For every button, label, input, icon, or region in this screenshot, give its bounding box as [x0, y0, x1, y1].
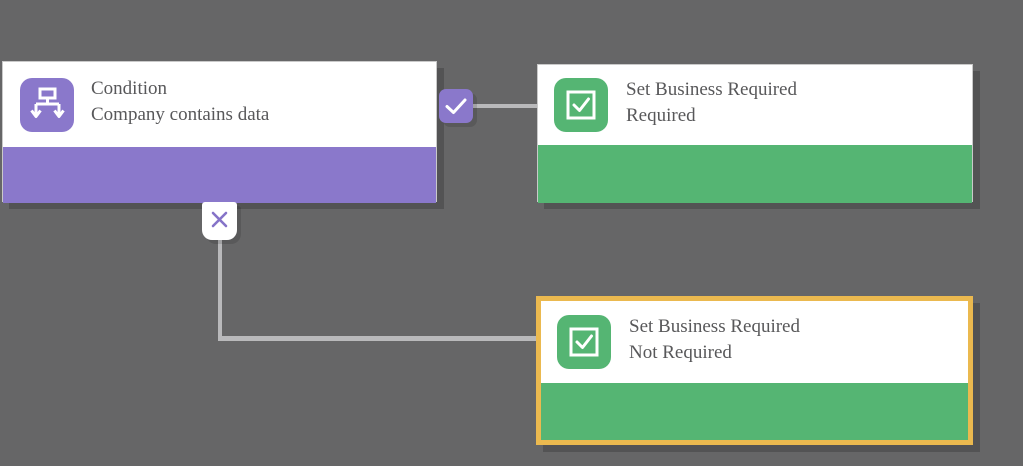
connector-yes-line: [470, 104, 538, 108]
set-required-node-title: Set Business Required: [626, 79, 797, 100]
x-icon: [211, 211, 228, 228]
condition-node[interactable]: Condition Company contains data: [2, 61, 437, 203]
set-not-required-node[interactable]: Set Business Required Not Required: [536, 296, 973, 445]
set-not-required-node-subtitle: Not Required: [629, 342, 732, 363]
branch-icon: [20, 78, 74, 132]
yes-branch-badge: [439, 89, 473, 123]
set-required-node-header: Set Business Required Required: [538, 65, 972, 145]
set-required-node[interactable]: Set Business Required Required: [537, 64, 973, 203]
connector-no-line-vertical: [218, 238, 222, 340]
set-not-required-node-title: Set Business Required: [629, 316, 800, 337]
condition-node-header: Condition Company contains data: [3, 62, 436, 147]
checkbox-icon: [554, 78, 608, 132]
set-required-node-accent-bar: [538, 145, 972, 203]
set-not-required-node-header: Set Business Required Not Required: [541, 301, 968, 383]
connector-no-line-horizontal: [218, 336, 538, 341]
set-not-required-node-accent-bar: [541, 383, 968, 440]
no-branch-badge: [202, 202, 237, 240]
set-required-node-subtitle: Required: [626, 105, 696, 126]
checkbox-icon: [557, 315, 611, 369]
condition-node-accent-bar: [3, 147, 436, 203]
condition-node-subtitle: Company contains data: [91, 104, 270, 125]
condition-node-title: Condition: [91, 78, 168, 99]
check-icon: [445, 98, 467, 114]
